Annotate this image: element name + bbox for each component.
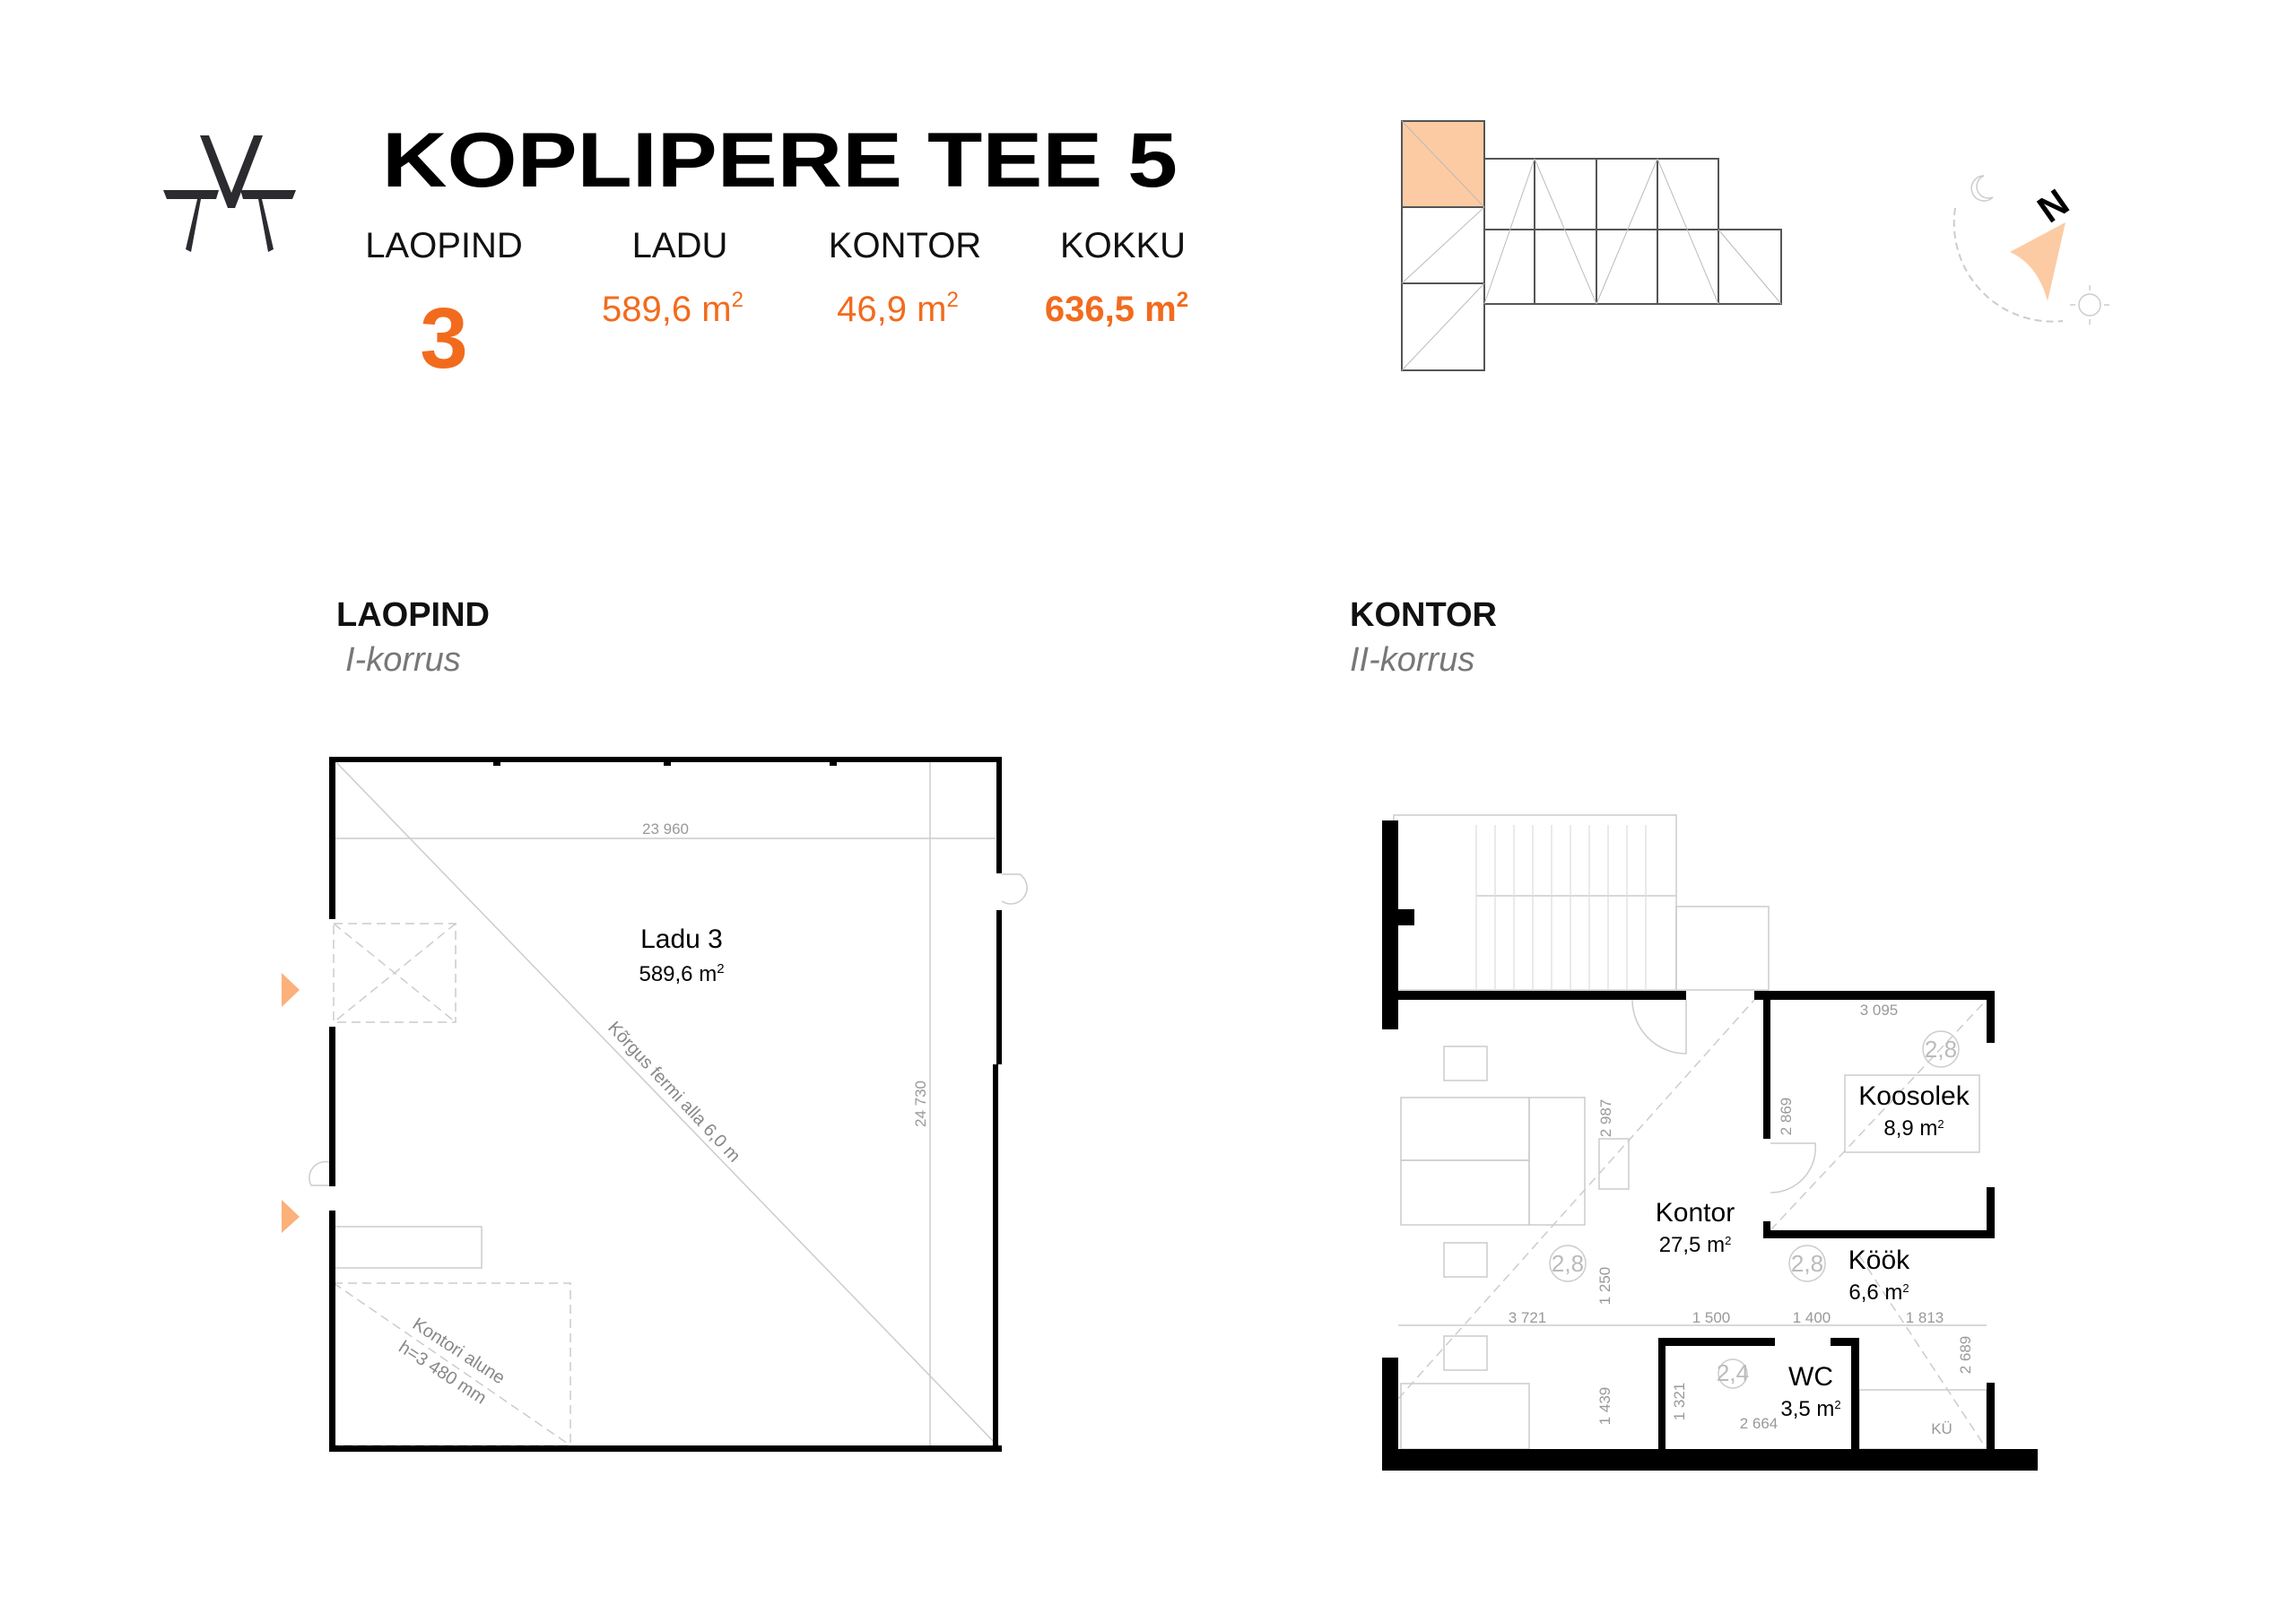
room-koosolek-area: 8,9 m2 (1883, 1116, 1944, 1141)
label-ladu: LADU (632, 226, 728, 265)
dim: 3 721 (1509, 1309, 1547, 1326)
laopind-floor: I-korrus (345, 641, 461, 679)
ceiling-height: 2,8 (1791, 1250, 1823, 1277)
dim: 1 400 (1793, 1309, 1831, 1326)
dim: 1 813 (1906, 1309, 1944, 1326)
compass: N (1952, 175, 2109, 325)
dim: 3 095 (1860, 1002, 1899, 1019)
warehouse-plan: 23 960 24 730 Kõrgus fermi alla 6,0 m Ko… (282, 757, 1028, 1452)
value-kokku: 636,5 m2 (1045, 288, 1188, 329)
dim: 1 250 (1596, 1267, 1613, 1306)
dim: 2 869 (1778, 1098, 1795, 1136)
label-kontor: KONTOR (829, 226, 981, 265)
dim-width: 23 960 (642, 820, 689, 838)
dim: 2 987 (1597, 1099, 1614, 1138)
dim: 1 321 (1671, 1383, 1688, 1421)
page-title: KOPLIPERE TEE 5 (382, 117, 1178, 204)
room-wc: WC (1788, 1362, 1833, 1392)
label-kokku: KOKKU (1060, 226, 1186, 265)
dim: 1 500 (1692, 1309, 1731, 1326)
room-kook-area: 6,6 m2 (1848, 1280, 1909, 1305)
label-laopind: LAOPIND (365, 226, 523, 265)
dim: 1 439 (1596, 1387, 1613, 1426)
company-logo (163, 135, 296, 252)
room-area: 589,6 m2 (639, 961, 724, 986)
room-koosolek: Koosolek (1858, 1081, 1970, 1111)
kontor-floor: II-korrus (1350, 641, 1474, 679)
summary-columns: LAOPIND LADU KONTOR KOKKU 3 589,6 m2 46,… (365, 226, 1188, 386)
room-kook: Köök (1848, 1245, 1910, 1275)
room-name: Ladu 3 (640, 924, 723, 954)
kontor-title: KONTOR (1350, 596, 1497, 634)
ceiling-height: 2,4 (1717, 1359, 1749, 1386)
entrance-arrow-icon (282, 973, 300, 1007)
entrance-arrow-icon (282, 1200, 300, 1233)
ceiling-height: 2,8 (1925, 1036, 1957, 1063)
room-kontor: Kontor (1656, 1198, 1735, 1228)
office-plan: Kontor 27,5 m2 Koosolek 8,9 m2 Köök 6,6 … (1382, 814, 2038, 1471)
north-label: N (2030, 180, 2076, 230)
dim: 2 664 (1740, 1415, 1779, 1432)
room-kontor-area: 27,5 m2 (1659, 1233, 1732, 1257)
dim-depth: 24 730 (912, 1081, 929, 1127)
unit-number: 3 (420, 291, 467, 386)
site-key-plan (1401, 120, 1782, 371)
compass-arrow-icon (2010, 222, 2066, 301)
ku-label: KÜ (1931, 1420, 1952, 1437)
ceiling-height: 2,8 (1552, 1250, 1584, 1277)
moon-icon (1970, 175, 1994, 202)
value-kontor: 46,9 m2 (837, 288, 959, 329)
laopind-title: LAOPIND (336, 596, 490, 634)
room-wc-area: 3,5 m2 (1780, 1397, 1840, 1421)
value-ladu: 589,6 m2 (602, 288, 744, 329)
height-note: Kõrgus fermi alla 6,0 m (604, 1018, 744, 1166)
sun-icon (2070, 285, 2109, 325)
dim: 2 689 (1957, 1336, 1974, 1375)
